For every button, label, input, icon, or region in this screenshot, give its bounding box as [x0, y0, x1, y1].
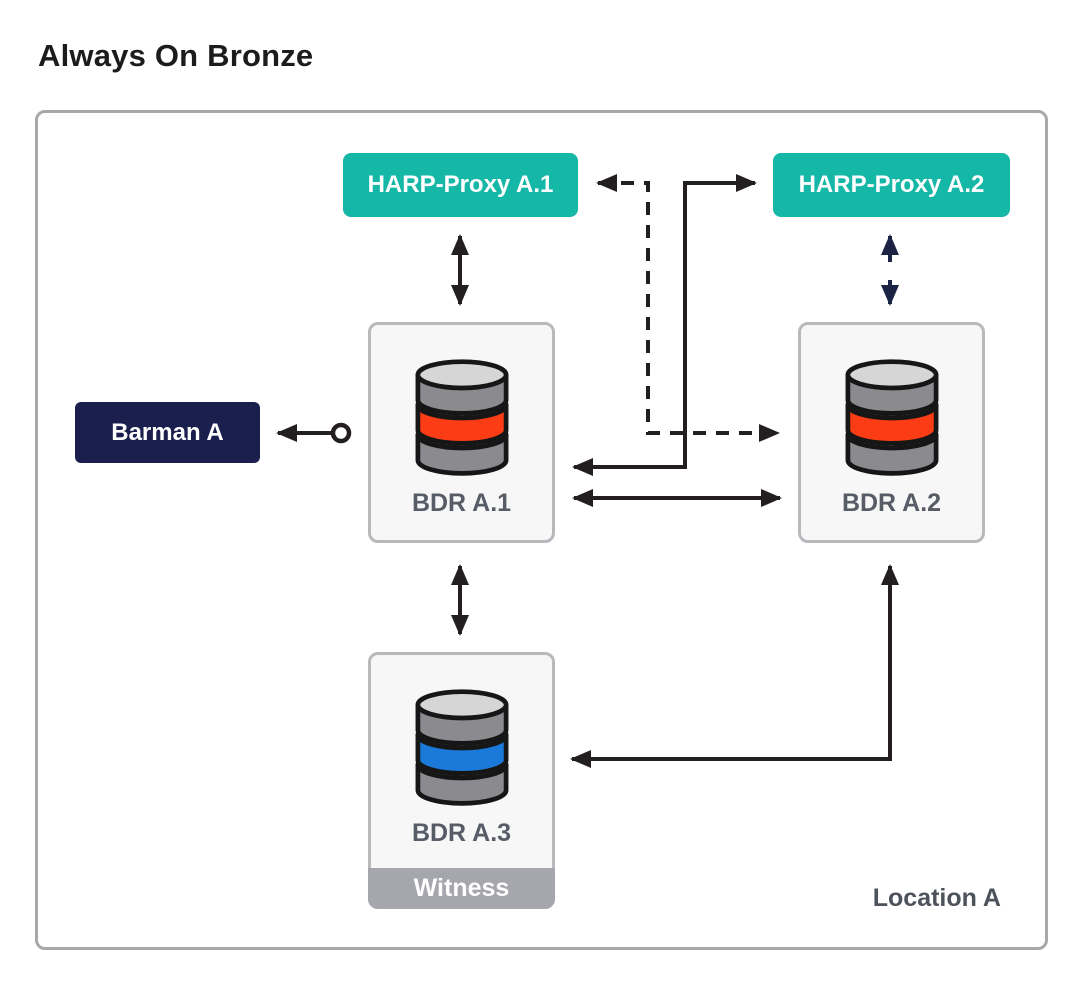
location-label: Location A — [872, 884, 1001, 912]
harp-proxy-a1-box: HARP-Proxy A.1 — [343, 153, 578, 217]
database-icon — [845, 359, 938, 476]
bdr-a1-node: BDR A.1 — [368, 322, 555, 543]
barman-a-box: Barman A — [75, 402, 260, 463]
database-icon — [415, 689, 508, 806]
harp-proxy-a1-label: HARP-Proxy A.1 — [367, 171, 554, 198]
barman-a-label: Barman A — [111, 418, 224, 446]
bdr-a1-label: BDR A.1 — [411, 489, 512, 517]
bdr-a2-node: BDR A.2 — [798, 322, 985, 543]
bdr-a2-label: BDR A.2 — [841, 489, 942, 517]
database-icon — [415, 359, 508, 476]
witness-badge: Witness — [368, 868, 555, 909]
page-title: Always On Bronze — [38, 38, 314, 73]
harp-proxy-a2-label: HARP-Proxy A.2 — [798, 171, 985, 198]
harp-proxy-a2-box: HARP-Proxy A.2 — [773, 153, 1010, 217]
bdr-a3-node: BDR A.3 Witness — [368, 652, 555, 909]
bdr-a3-label: BDR A.3 — [411, 819, 512, 847]
